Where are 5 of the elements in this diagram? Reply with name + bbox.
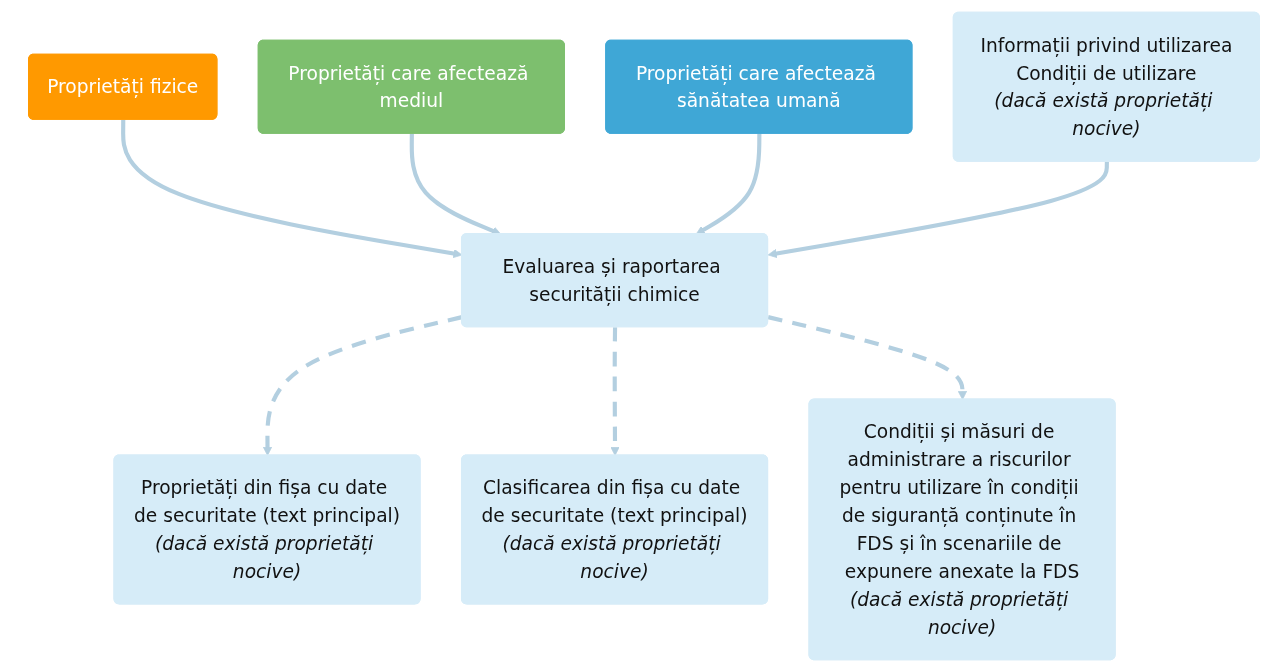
arrow [262,315,462,456]
arrow [767,161,1109,258]
arrow [609,327,620,456]
arrow [767,315,967,400]
arrow [695,133,761,235]
